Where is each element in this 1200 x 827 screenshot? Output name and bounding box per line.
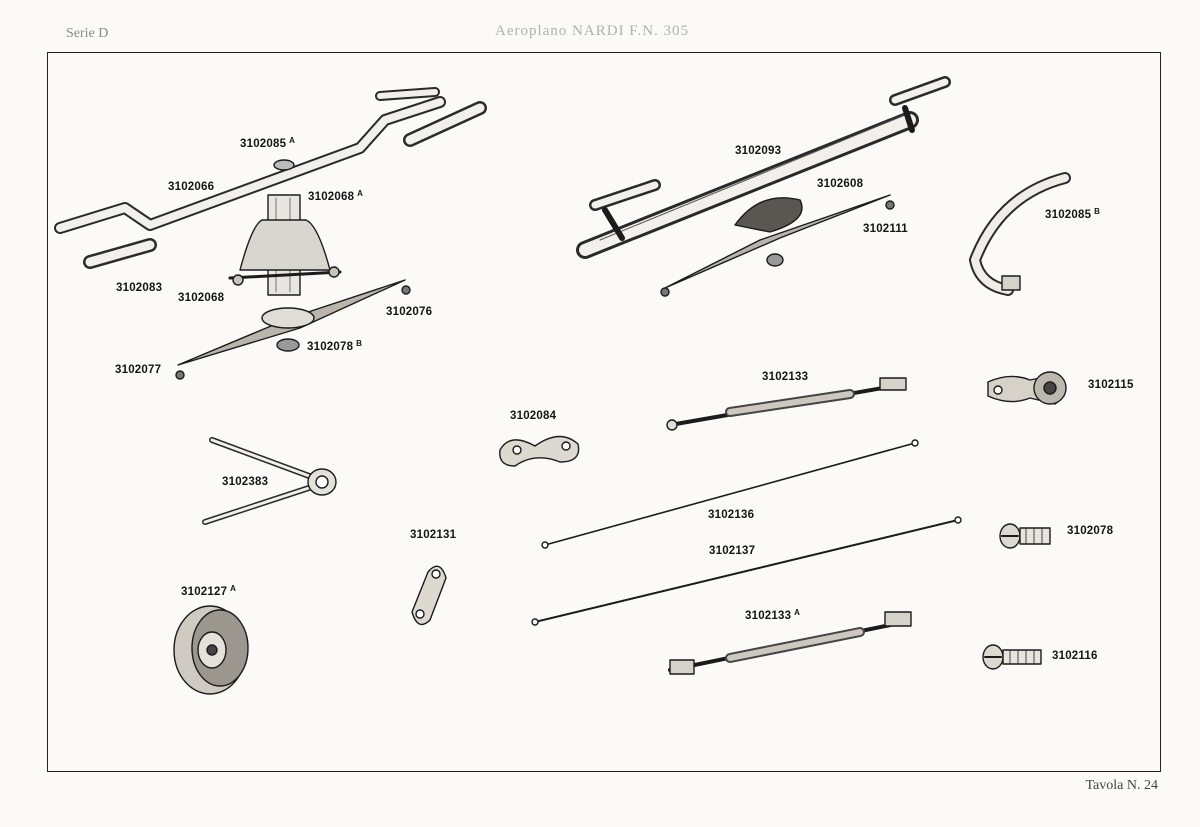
part-label-3102136: 3102136 <box>708 509 755 521</box>
plate-number: Tavola N. 24 <box>1085 778 1158 793</box>
part-label-3102116: 3102116 <box>1052 650 1098 662</box>
document-title: Aeroplano NARDI F.N. 305 <box>495 23 690 39</box>
part-label-3102115: 3102115 <box>1088 379 1134 391</box>
link-3102084-drawing <box>499 435 580 467</box>
left-rudder-bar-drawing <box>54 87 487 380</box>
pulley-3102115-drawing <box>987 371 1067 405</box>
series-label: Serie D <box>66 26 109 41</box>
part-label-3102383: 3102383 <box>222 476 269 488</box>
turnbuckle-3102133a-drawing <box>668 611 912 675</box>
bolt-3102078-drawing <box>999 523 1051 549</box>
link-3102131-drawing <box>411 565 447 626</box>
part-label-3102131: 3102131 <box>410 529 457 541</box>
crank-drawing <box>202 437 337 525</box>
cable-3102136-drawing <box>544 442 916 546</box>
part-label-3102066: 3102066 <box>168 181 215 193</box>
part-label-3102111: 3102111 <box>863 223 908 235</box>
part-label-3102083: 3102083 <box>116 282 163 294</box>
part-label-3102093: 3102093 <box>735 145 782 157</box>
bolt-3102116-drawing <box>982 644 1042 670</box>
part-label-3102078: 3102078 <box>1067 525 1114 537</box>
plate-frame <box>47 52 1161 772</box>
cable-3102137-drawing <box>534 519 959 623</box>
part-label-3102076: 3102076 <box>386 306 433 318</box>
pulley-drawing <box>173 605 249 695</box>
part-label-3102133: 3102133 <box>762 371 809 383</box>
part-label-3102068: 3102068 <box>178 292 225 304</box>
strap-drawing <box>969 172 1071 296</box>
part-label-3102084: 3102084 <box>510 410 557 422</box>
part-label-3102077: 3102077 <box>115 364 162 376</box>
part-label-3102608: 3102608 <box>817 178 864 190</box>
turnbuckle-3102133-drawing <box>666 377 907 431</box>
part-label-3102137: 3102137 <box>709 545 756 557</box>
right-rudder-bar-drawing <box>576 76 951 297</box>
